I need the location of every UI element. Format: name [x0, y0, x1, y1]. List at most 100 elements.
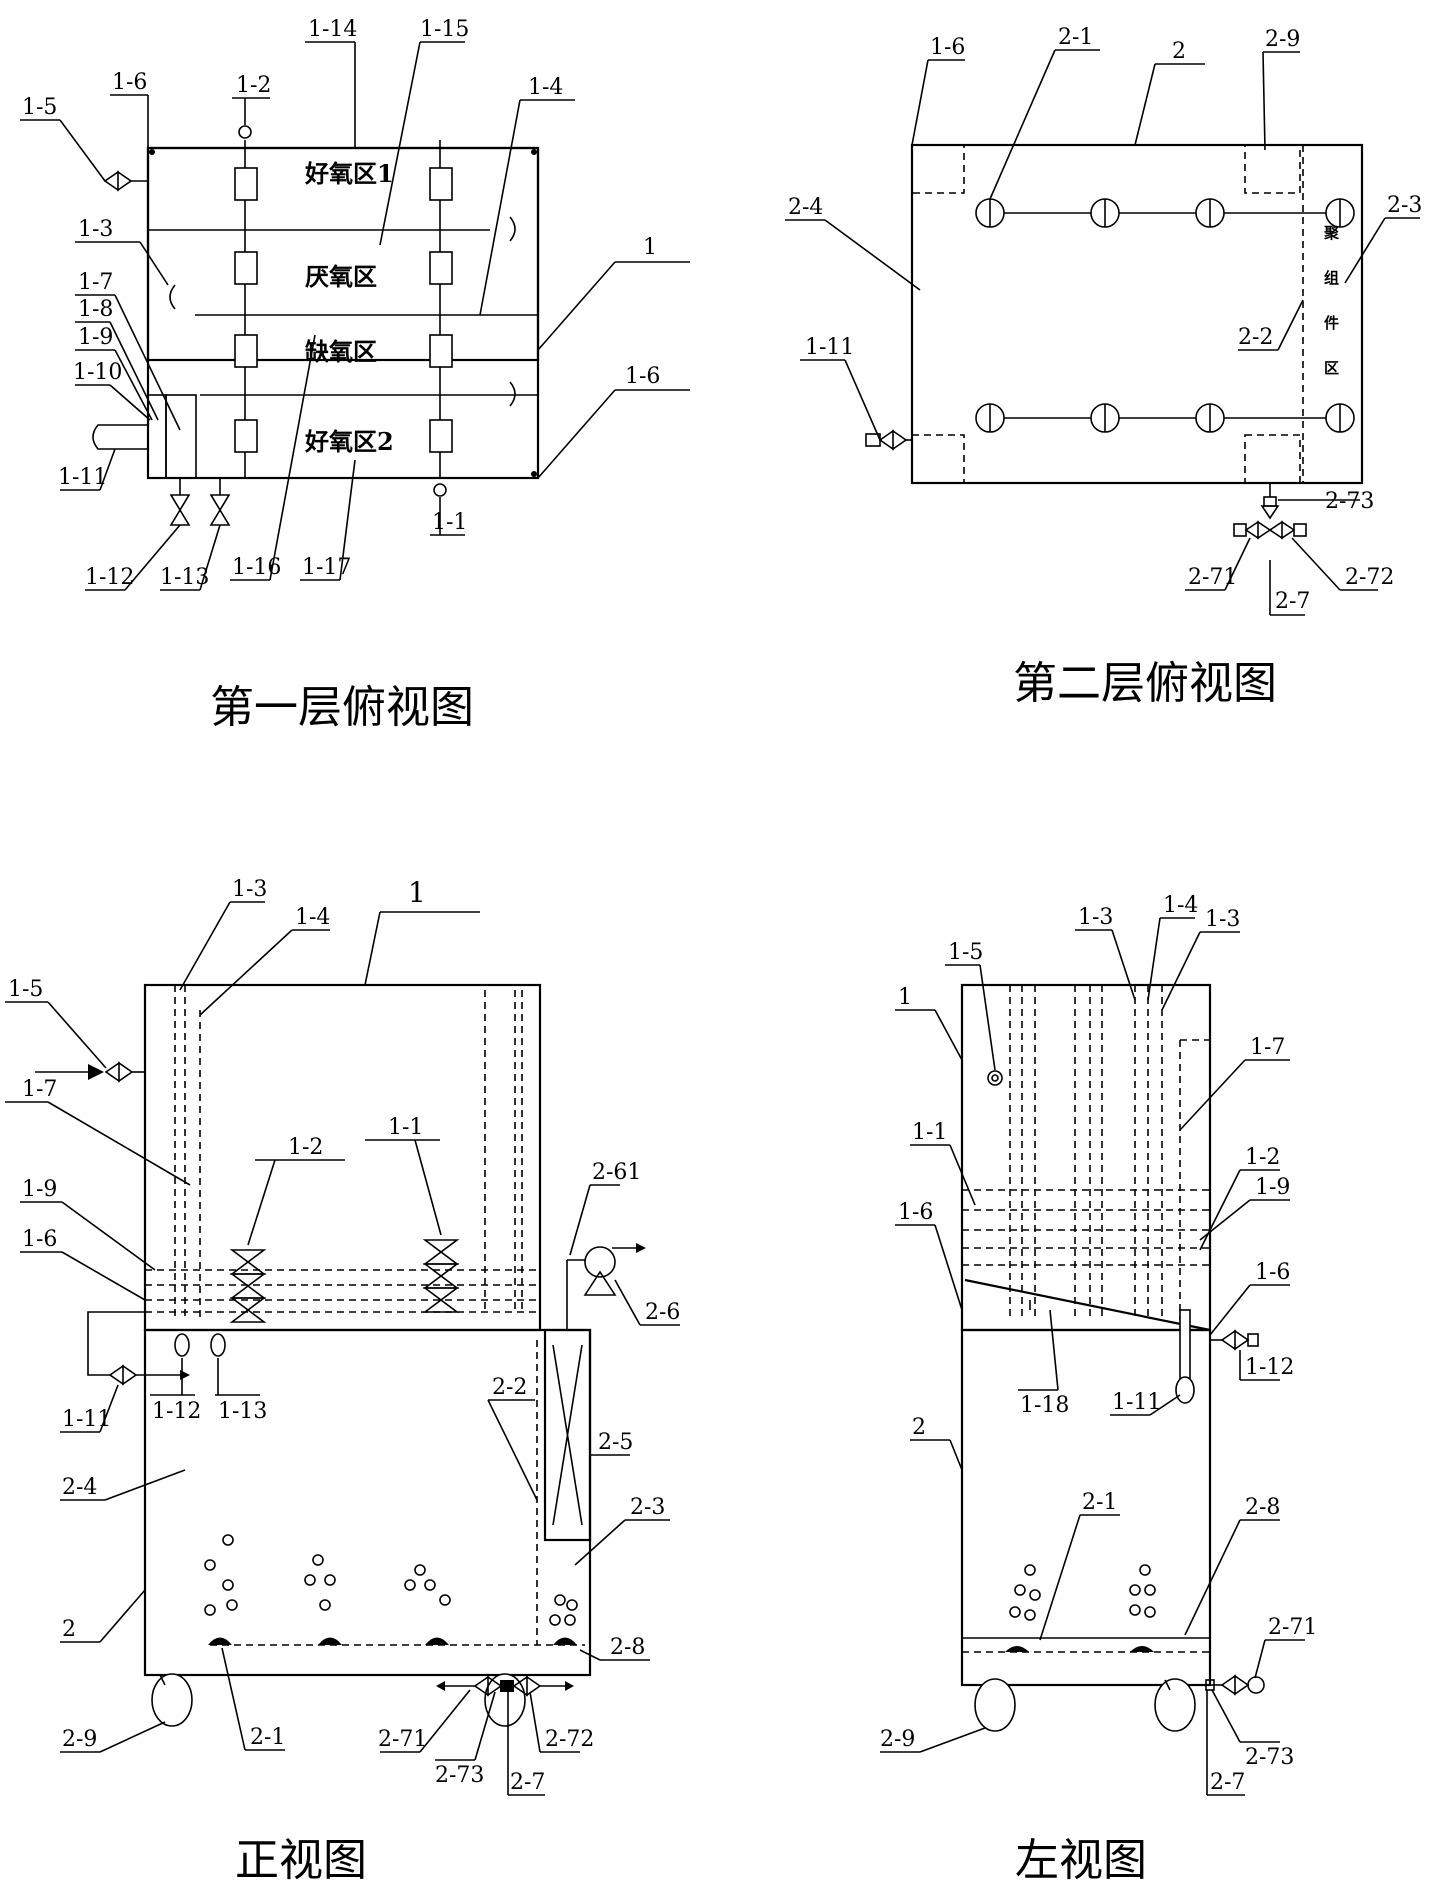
valve-1-12 [169, 478, 191, 526]
caption-left-view: 左视图 [1015, 1835, 1147, 1886]
caster-mount [1244, 434, 1301, 484]
label-1-9: 1-9 [78, 325, 113, 350]
label-2-9: 2-9 [880, 1727, 915, 1752]
front-view: 1-3 1-4 1 1-5 1-7 1-2 1-1 2-61 1-9 1-6 2… [5, 876, 680, 1886]
outlet-1-13 [210, 1333, 226, 1357]
caster-mount [1244, 144, 1301, 194]
first-layer-outer-box [146, 146, 540, 480]
valve-stack-1-1 [422, 1239, 460, 1313]
sloped-plate-1-18 [964, 1278, 1211, 1332]
valve-2-71 [1220, 1674, 1250, 1696]
label-1-3: 1-3 [78, 217, 113, 242]
label-1-7: 1-7 [22, 1077, 57, 1102]
channel-1-9 [147, 394, 167, 479]
label-1-11: 1-11 [58, 465, 107, 490]
label-1-6: 1-6 [930, 35, 965, 60]
label-1-4: 1-4 [528, 75, 563, 100]
caption-front-view: 正视图 [235, 1835, 367, 1886]
label-1-6: 1-6 [112, 70, 147, 95]
label-1-14: 1-14 [308, 17, 357, 42]
label-1-7: 1-7 [1250, 1035, 1285, 1060]
label-1-3-right: 1-3 [1205, 907, 1240, 932]
label-1-12: 1-12 [1245, 1355, 1294, 1380]
label-2: 2 [62, 1617, 76, 1642]
label-2-71: 2-71 [1268, 1615, 1317, 1640]
second-layer-tank [910, 143, 1364, 485]
label-2-8: 2-8 [610, 1635, 645, 1660]
view4-leaders [880, 917, 1305, 1796]
flow-arc-1 [509, 216, 516, 242]
label-1-13: 1-13 [160, 565, 209, 590]
label-2-71: 2-71 [1188, 565, 1237, 590]
label-1-5: 1-5 [22, 95, 57, 120]
label-2-4: 2-4 [788, 195, 823, 220]
label-2-73: 2-73 [435, 1763, 484, 1788]
bio-zone-char-1: 聚 [1323, 224, 1340, 242]
label-1-2: 1-2 [1245, 1145, 1280, 1170]
label-2-72: 2-72 [1345, 565, 1394, 590]
view2-leaders [785, 49, 1420, 616]
label-2-3: 2-3 [1387, 193, 1422, 218]
label-2-72: 2-72 [545, 1727, 594, 1752]
corner-bolt [531, 471, 537, 477]
label-1-3: 1-3 [1078, 905, 1113, 930]
label-1-6: 1-6 [22, 1227, 57, 1252]
label-2-73: 2-73 [1325, 489, 1374, 514]
aerator-2-1 [1005, 1646, 1029, 1652]
outlet-1-12 [174, 1333, 190, 1357]
flow-arc-3 [509, 381, 516, 407]
label-2-73: 2-73 [1245, 1745, 1294, 1770]
caption-second-layer-top-view: 第二层俯视图 [1013, 658, 1277, 709]
aerators-2-1 [208, 1637, 577, 1645]
front-upper-tank [143, 983, 542, 1332]
label-2-3: 2-3 [630, 1495, 665, 1520]
label-2-6: 2-6 [645, 1300, 680, 1325]
zone-aerobic-1: 好氧区1 [304, 159, 394, 188]
aerator-discs [975, 198, 1355, 433]
label-1: 1 [408, 876, 426, 909]
valve-1-13 [209, 478, 231, 526]
label-1-6: 1-6 [898, 1200, 933, 1225]
label-1-11: 1-11 [62, 1407, 111, 1432]
label-2-1: 2-1 [250, 1725, 285, 1750]
aerator-squares [234, 167, 453, 453]
channel-1-8 [165, 394, 197, 479]
label-1-12: 1-12 [152, 1399, 201, 1424]
label-1-9: 1-9 [22, 1177, 57, 1202]
valve-1-11 [108, 1364, 138, 1386]
zone-anoxic: 缺氧区 [305, 337, 377, 366]
label-1-3: 1-3 [232, 877, 267, 902]
first-layer-top-view: 好氧区1 厌氧区 缺氧区 好氧区2 1-14 1-15 [20, 17, 690, 733]
air-bubbles [204, 1534, 578, 1626]
label-1-7: 1-7 [78, 270, 113, 295]
label-2-71: 2-71 [378, 1727, 427, 1752]
label-1-1: 1-1 [912, 1120, 947, 1145]
label-1-1: 1-1 [432, 510, 467, 535]
label-1-17: 1-17 [302, 555, 351, 580]
label-1-16: 1-16 [232, 555, 281, 580]
inlet-1-5 [987, 1070, 1003, 1086]
label-2: 2 [912, 1415, 926, 1440]
bio-zone-char-2: 组 [1324, 269, 1339, 287]
label-1-2: 1-2 [236, 73, 271, 98]
label-2-2: 2-2 [1238, 325, 1273, 350]
label-2-8: 2-8 [1245, 1495, 1280, 1520]
pump-2-6 [584, 1246, 616, 1278]
label-2-61: 2-61 [592, 1160, 641, 1185]
caster-mount [911, 434, 965, 484]
label-1-2: 1-2 [288, 1135, 323, 1160]
label-2-7: 2-7 [1210, 1770, 1245, 1795]
air-bubbles [1009, 1564, 1156, 1621]
corner-bolt [531, 149, 537, 155]
label-1-9: 1-9 [1255, 1175, 1290, 1200]
label-1-4: 1-4 [295, 905, 330, 930]
zone-anaerobic: 厌氧区 [305, 262, 377, 291]
label-1: 1 [643, 235, 657, 260]
label-2-1: 2-1 [1082, 1490, 1117, 1515]
label-1-18: 1-18 [1020, 1393, 1069, 1418]
valve-2-73 [1263, 496, 1277, 507]
label-1-8: 1-8 [78, 297, 113, 322]
corner-bolt [149, 149, 155, 155]
side-dashed-pipes [962, 985, 1210, 1331]
